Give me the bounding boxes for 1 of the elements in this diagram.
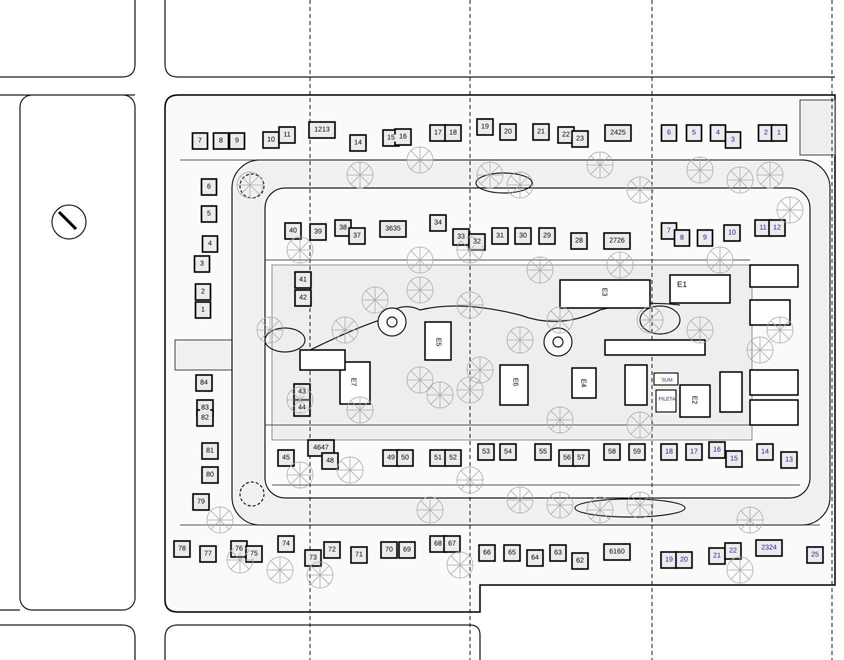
building-label: E1 [677,281,687,289]
